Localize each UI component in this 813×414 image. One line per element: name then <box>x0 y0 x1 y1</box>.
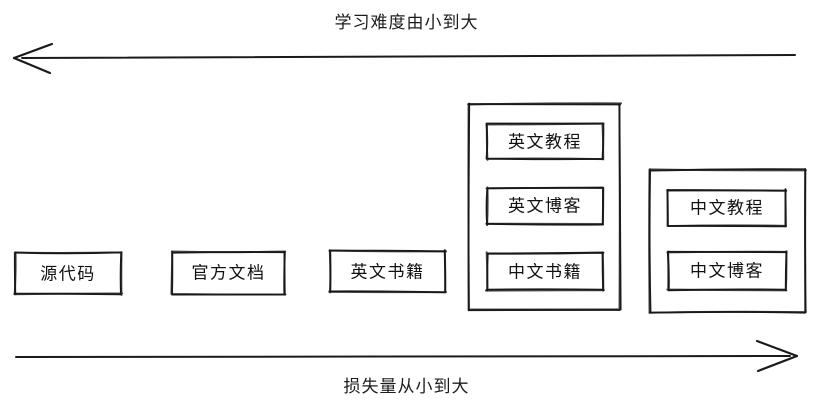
node-box-chinese-books <box>484 251 605 292</box>
node-official-docs[interactable] <box>172 252 285 294</box>
node-label-english-books: 英文书籍 <box>350 262 425 282</box>
node-label-chinese-tutorials: 中文教程 <box>690 198 764 219</box>
node-label-source-code: 源代码 <box>40 264 96 284</box>
node-english-books[interactable] <box>330 251 445 292</box>
group-box-group-2 <box>648 167 808 314</box>
node-box-english-books <box>328 249 448 294</box>
top-axis-label: 学习难度由小到大 <box>334 13 479 33</box>
node-label-chinese-blogs: 中文博客 <box>690 261 764 282</box>
node-box-official-docs <box>170 250 287 296</box>
node-box-chinese-blogs <box>666 250 788 292</box>
group-box-group-1 <box>467 102 623 312</box>
node-english-blogs[interactable] <box>487 188 603 224</box>
bottom-axis-label: 损失量从小到大 <box>343 377 470 397</box>
node-label-official-docs: 官方文档 <box>191 263 266 284</box>
node-box-source-code <box>13 251 124 296</box>
node-chinese-blogs[interactable] <box>668 252 786 290</box>
node-box-english-tutorials <box>485 122 605 161</box>
node-chinese-tutorials[interactable] <box>668 190 786 226</box>
node-label-english-blogs: 英文博客 <box>508 196 582 217</box>
node-box-chinese-tutorials <box>666 188 788 228</box>
top-axis-line <box>21 54 796 59</box>
node-label-chinese-books: 中文书籍 <box>508 262 582 282</box>
bottom-axis-arrowhead-2 <box>759 341 798 357</box>
node-english-tutorials[interactable] <box>487 124 603 159</box>
node-chinese-books[interactable] <box>487 253 603 290</box>
node-label-english-tutorials: 英文教程 <box>508 132 582 152</box>
node-box-english-blogs <box>485 186 605 227</box>
bottom-axis-line <box>15 354 791 358</box>
node-source-code[interactable] <box>15 253 121 294</box>
top-axis-arrowhead-2 <box>13 44 49 59</box>
